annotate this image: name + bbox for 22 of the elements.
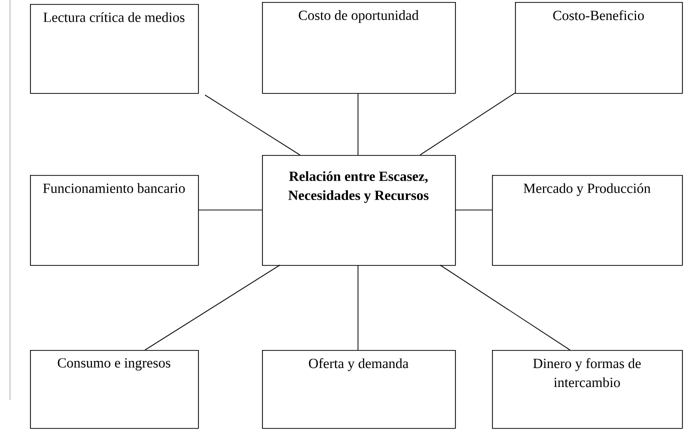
central-topic-box (262, 155, 456, 266)
node-label: Consumo e ingresos (58, 358, 170, 370)
topic-box (262, 2, 456, 94)
topic-box (30, 175, 199, 266)
node-label: Dinero y formas de intercambio (533, 358, 641, 388)
topic-box (262, 350, 456, 429)
connector-line (144, 264, 280, 350)
topic-box (30, 4, 199, 94)
topic-box (492, 175, 683, 266)
connector-line (204, 94, 300, 156)
node-label: Oferta y demanda (308, 358, 408, 372)
topic-box (515, 2, 683, 94)
topic-box (30, 350, 199, 429)
node-label: Lectura crítica de medios (43, 12, 184, 22)
topic-box (492, 350, 683, 429)
connector-line (420, 92, 516, 156)
node-label: Funcionamiento bancario (43, 183, 185, 194)
node-label: Costo de oportunidad (298, 10, 419, 23)
node-label: Mercado y Producción (524, 183, 651, 196)
node-label: Costo-Beneficio (553, 10, 644, 20)
node-label: Relación entre Escasez, Necesidades y Recursos (288, 171, 429, 203)
connector-line (440, 264, 570, 350)
